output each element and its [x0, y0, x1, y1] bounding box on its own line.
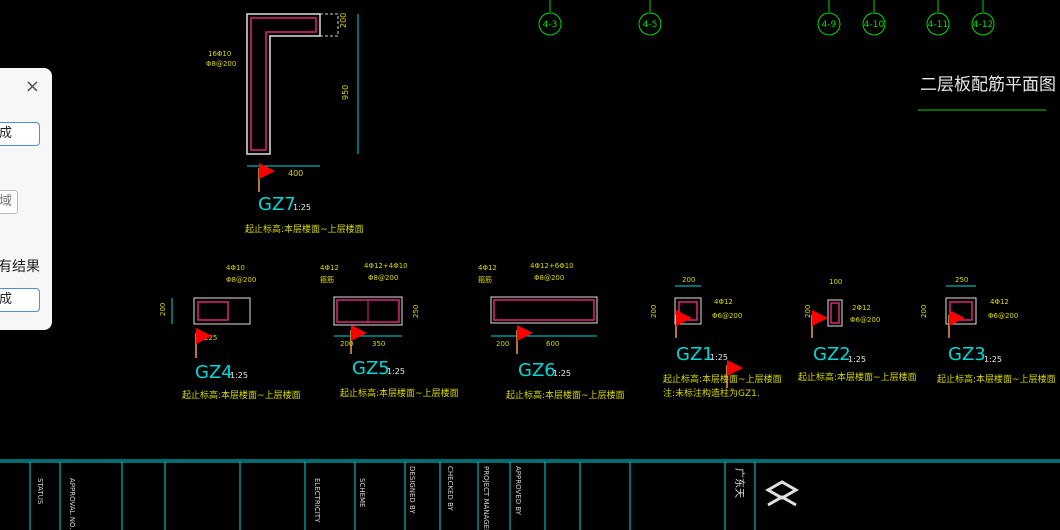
grid-bubble-label: 4-5 — [643, 20, 658, 30]
grid-bubble-label: 4-10 — [864, 20, 885, 30]
dim-text: 200 — [682, 276, 695, 284]
rebar-text: 4Φ12 — [320, 264, 339, 272]
rebar-text: 4Φ12 — [714, 298, 733, 306]
flag-markers[interactable] — [195, 163, 965, 388]
scale-text: 1:25 — [553, 369, 571, 378]
drawing-title: 二层板配筋平面图 — [920, 75, 1056, 95]
rebar-text: Φ8@200 — [368, 274, 398, 282]
rebar-text: 4Φ12+6Φ10 — [530, 262, 574, 270]
rebar-text: Φ8@200 — [206, 60, 236, 68]
elevation-note: 起止标高:本层楼面~上层楼面 — [663, 373, 782, 385]
rebar-text: Φ6@200 — [850, 316, 880, 324]
elevation-note: 起止标高:本层楼面~上层楼面 — [340, 387, 459, 399]
region-button[interactable]: 域 — [0, 190, 18, 214]
flag-icon — [726, 360, 743, 388]
column-label: GZ2 — [813, 344, 851, 365]
scale-text: 1:25 — [387, 367, 405, 376]
grid-bubble-label: 4-12 — [973, 20, 993, 30]
elevation-note: 起止标高:本层楼面~上层楼面 — [182, 389, 301, 401]
flag-icon — [258, 163, 275, 192]
rebar-text: 2Φ12 — [852, 304, 871, 312]
scale-text: 1:25 — [984, 355, 1002, 364]
footnote: 注:未标注构造柱为GZ1. — [663, 387, 760, 399]
dim-text: 200 — [159, 303, 167, 316]
rebar-text: 4Φ12 — [478, 264, 497, 272]
flag-icon — [948, 310, 965, 338]
rebar-text: 4Φ10 — [226, 264, 245, 272]
dim-text: 100 — [829, 278, 842, 286]
elevation-note: 起止标高:本层楼面~上层楼面 — [937, 373, 1056, 385]
dim-text: 200 — [650, 305, 658, 318]
column-gz6-section — [490, 296, 598, 337]
elevation-note: 起止标高:本层楼面~上层楼面 — [798, 371, 917, 383]
dim-text: 950 — [341, 85, 350, 100]
action-field-1[interactable]: 成 — [0, 122, 40, 146]
grid-bubble-label: 4-3 — [543, 20, 558, 30]
title-block-cell: ELECTRICITY — [313, 478, 321, 523]
dim-text: 225 — [204, 334, 217, 342]
grid-bubble-label: 4-9 — [822, 20, 837, 30]
rebar-text: Φ6@200 — [712, 312, 742, 320]
dim-text: 200 — [920, 305, 928, 318]
scale-text: 1:25 — [848, 355, 866, 364]
result-label: 有结果 — [0, 259, 40, 275]
rebar-text: 箍筋 — [320, 275, 334, 284]
rebar-text: 箍筋 — [478, 275, 492, 284]
column-gz4-section — [171, 297, 251, 325]
dim-text: 250 — [955, 276, 968, 284]
title-block-cell: DESIGNED BY — [408, 466, 416, 514]
column-gz5-section — [333, 296, 403, 337]
column-label: GZ5 — [352, 358, 390, 379]
column-label: GZ3 — [948, 344, 986, 365]
dim-text: 200 — [496, 340, 509, 348]
find-dialog: × 成 域 有结果 成 — [0, 68, 52, 330]
flag-icon — [195, 328, 212, 358]
dim-text: 350 — [372, 340, 385, 348]
company-logo-icon — [764, 480, 800, 507]
column-label: GZ1 — [676, 344, 714, 365]
dim-text: 400 — [288, 169, 303, 178]
column-label: GZ6 — [518, 360, 556, 381]
rebar-text: Φ8@200 — [534, 274, 564, 282]
dim-text: 250 — [412, 305, 420, 318]
elevation-note: 起止标高:本层楼面~上层楼面 — [506, 389, 625, 401]
grid-bubble-label: 4-11 — [928, 20, 948, 30]
title-block-cell: CHECKED BY — [446, 466, 454, 512]
title-block-cell: SCHEME — [358, 478, 366, 507]
column-label: GZ4 — [195, 362, 233, 383]
scale-text: 1:25 — [710, 353, 728, 362]
dim-text: 200 — [804, 305, 812, 318]
scale-text: 1:25 — [293, 203, 311, 212]
grid-axis-top — [538, 0, 995, 36]
flag-icon — [516, 325, 533, 354]
elevation-note: 起止标高:本层楼面~上层楼面 — [245, 223, 364, 235]
title-block-cell: STATUS — [36, 478, 44, 505]
dim-text: 600 — [546, 340, 559, 348]
rebar-text: Φ8@200 — [226, 276, 256, 284]
column-gz2-section — [827, 299, 843, 327]
company-name: 广东天 — [733, 468, 746, 498]
flag-icon — [811, 310, 828, 338]
scale-text: 1:25 — [230, 371, 248, 380]
action-field-2[interactable]: 成 — [0, 288, 40, 312]
flag-icon — [350, 325, 367, 354]
dim-text: 200 — [339, 13, 348, 28]
title-block-cell: APPROVED BY — [514, 466, 522, 516]
rebar-text: 4Φ12 — [990, 298, 1009, 306]
title-block-cell: PROJECT MANAGER — [482, 466, 490, 530]
flag-icon — [675, 310, 692, 338]
rebar-text: Φ6@200 — [988, 312, 1018, 320]
close-icon[interactable]: × — [24, 76, 40, 97]
rebar-text: 4Φ12+4Φ10 — [364, 262, 408, 270]
column-label: GZ7 — [258, 194, 296, 215]
title-block-cell: APPROVAL NO. — [68, 478, 76, 529]
dim-text: 200 — [340, 340, 353, 348]
rebar-text: 16Φ10 — [208, 50, 231, 58]
title-block — [0, 459, 1060, 530]
